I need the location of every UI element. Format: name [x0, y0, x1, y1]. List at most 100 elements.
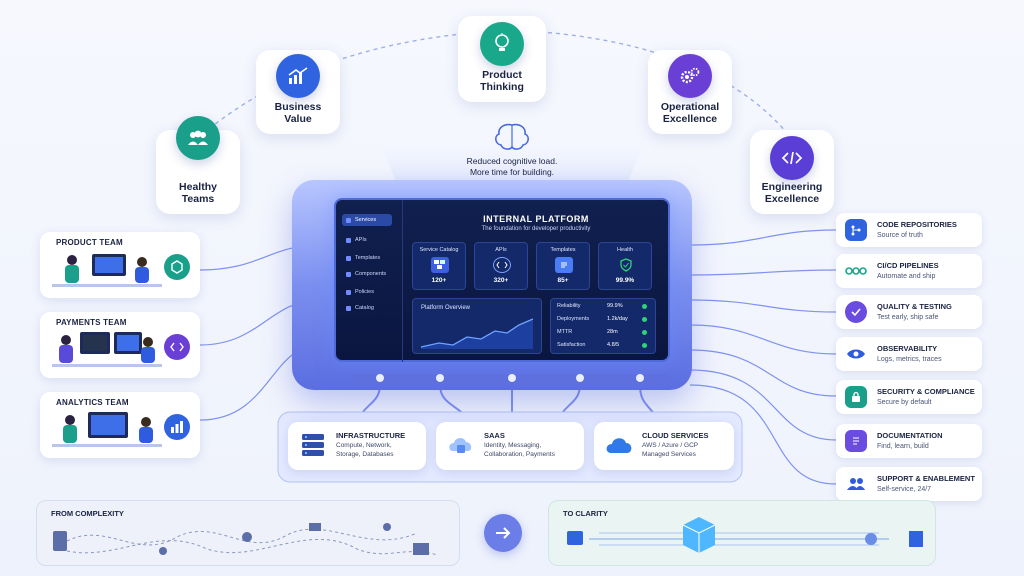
complexity-label: FROM COMPLEXITY: [51, 509, 124, 518]
document-icon: [555, 257, 573, 273]
sidebar-item-templates[interactable]: Templates: [342, 252, 392, 264]
capability-observability[interactable]: OBSERVABILITY Logs, metrics, traces: [836, 337, 982, 371]
service-desc-line: Compute, Network,: [336, 442, 392, 449]
team-illustration: [52, 412, 162, 447]
capability-subtitle: Find, learn, build: [877, 443, 929, 450]
code-icon: [164, 334, 190, 360]
capability-title: SECURITY & COMPLIANCE: [877, 387, 975, 396]
capability-subtitle: Logs, metrics, traces: [877, 356, 942, 363]
clarity-flow: [567, 517, 923, 553]
team-illustration: [52, 254, 162, 287]
team-title: PAYMENTS TEAM: [56, 318, 127, 327]
capability-subtitle: Automate and ship: [877, 273, 936, 280]
tagline-line1: Reduced cognitive load.: [466, 156, 558, 166]
lightbulb-icon: [480, 22, 524, 66]
service-title: SAAS: [484, 431, 505, 440]
metric-label: Deployments: [557, 316, 590, 322]
sidebar-item-catalog[interactable]: Catalog: [342, 302, 392, 314]
capability-documentation[interactable]: DOCUMENTATION Find, learn, build: [836, 424, 982, 458]
bar-chart-icon: [164, 414, 190, 440]
platform-subtitle: The foundation for developer productivit…: [481, 226, 591, 232]
server-icon: [298, 430, 328, 460]
sidebar-item-label: Policies: [355, 289, 374, 295]
team-title: ANALYTICS TEAM: [56, 398, 129, 407]
business-value-label: Business Value: [274, 101, 322, 125]
code-icon: [770, 136, 814, 180]
capability-subtitle: Test early, ship safe: [877, 314, 939, 321]
capability-quality-testing[interactable]: QUALITY & TESTING Test early, ship safe: [836, 295, 982, 329]
service-card-infrastructure[interactable]: INFRASTRUCTURE Compute, Network,Storage,…: [288, 422, 426, 470]
capability-title: OBSERVABILITY: [877, 344, 938, 353]
team-card-analytics[interactable]: ANALYTICS TEAM: [40, 392, 200, 458]
value-card-product-thinking: Product Thinking: [458, 16, 546, 102]
metric-value: 99.9%: [607, 303, 623, 309]
sidebar-item-services[interactable]: Services: [342, 214, 392, 226]
service-title: CLOUD SERVICES: [642, 431, 709, 440]
stat-card-apis[interactable]: APIs 320+: [474, 242, 528, 290]
platform-screen: Services APIs Templates Components Polic…: [334, 198, 670, 362]
sidebar-item-components[interactable]: Components: [342, 268, 392, 280]
sidebar-item-label: Templates: [355, 255, 381, 261]
stat-value: 320+: [493, 277, 509, 284]
metric-label: Satisfaction: [557, 342, 586, 348]
complexity-panel: FROM COMPLEXITY: [36, 500, 460, 566]
metric-label: Reliability: [557, 303, 581, 309]
stat-card-health[interactable]: Health 99.9%: [598, 242, 652, 290]
template-icon: [346, 255, 351, 261]
service-description: Identity, Messaging,Collaboration, Payme…: [484, 442, 555, 459]
gears-icon: [668, 54, 712, 98]
sidebar-item-apis[interactable]: APIs: [342, 234, 392, 246]
component-icon: [346, 271, 351, 277]
value-card-engineering-excellence: Engineering Excellence: [750, 130, 834, 214]
capability-title: SUPPORT & ENABLEMENT: [877, 474, 975, 483]
team-illustration: [52, 332, 162, 367]
sidebar-item-policies[interactable]: Policies: [342, 286, 392, 298]
overview-title: Platform Overview: [421, 305, 471, 311]
team-card-product[interactable]: PRODUCT TEAM: [40, 232, 200, 298]
stat-card-service-catalog[interactable]: Service Catalog 120+: [412, 242, 466, 290]
service-desc-line: Storage, Databases: [336, 450, 394, 458]
capability-subtitle: Self-service, 24/7: [877, 486, 932, 493]
capability-code-repositories[interactable]: CODE REPOSITORIES Source of truth: [836, 213, 982, 247]
capability-subtitle: Secure by default: [877, 399, 932, 406]
team-card-payments[interactable]: PAYMENTS TEAM: [40, 312, 200, 378]
service-desc-line: Collaboration, Payments: [484, 450, 555, 458]
team-icon: [176, 116, 220, 160]
engineering-excellence-label: Engineering Excellence: [761, 181, 823, 205]
arrow-right-icon: [484, 514, 522, 552]
brain-icon: [490, 122, 534, 152]
capability-ci-cd-pipelines[interactable]: CI/CD PIPELINES Automate and ship: [836, 254, 982, 288]
operational-excellence-label: Operational Excellence: [660, 101, 720, 125]
capability-security-compliance[interactable]: SECURITY & COMPLIANCE Secure by default: [836, 380, 982, 414]
status-dot: [642, 304, 647, 309]
platform-content: [402, 200, 670, 362]
status-dot: [642, 330, 647, 335]
value-card-operational-excellence: Operational Excellence: [648, 50, 732, 134]
service-card-saas[interactable]: SAAS Identity, Messaging,Collaboration, …: [436, 422, 584, 470]
sidebar-item-label: APIs: [355, 237, 367, 243]
sidebar-item-label: Services: [355, 217, 377, 223]
metric-value: 28m: [607, 329, 618, 335]
service-title: INFRASTRUCTURE: [336, 431, 406, 440]
cloud-icon: [604, 430, 634, 460]
overview-line-chart: [420, 318, 534, 349]
value-card-business-value: Business Value: [256, 50, 340, 134]
service-description: Compute, Network,Storage, Databases: [336, 442, 393, 459]
team-title: PRODUCT TEAM: [56, 238, 123, 247]
platform-overview-chart[interactable]: Platform Overview: [412, 298, 542, 354]
stat-value: 99.9%: [615, 277, 635, 284]
document-icon: [845, 430, 867, 452]
cubes-icon: [431, 257, 449, 273]
clarity-label: TO CLARITY: [563, 509, 608, 518]
growth-chart-icon: [276, 54, 320, 98]
capability-title: CI/CD PIPELINES: [877, 261, 939, 270]
stat-card-templates[interactable]: Templates 85+: [536, 242, 590, 290]
policy-icon: [346, 289, 351, 295]
metric-value: 4.8/5: [607, 342, 620, 348]
capability-support-enablement[interactable]: SUPPORT & ENABLEMENT Self-service, 24/7: [836, 467, 982, 501]
stat-value: 85+: [557, 277, 569, 284]
